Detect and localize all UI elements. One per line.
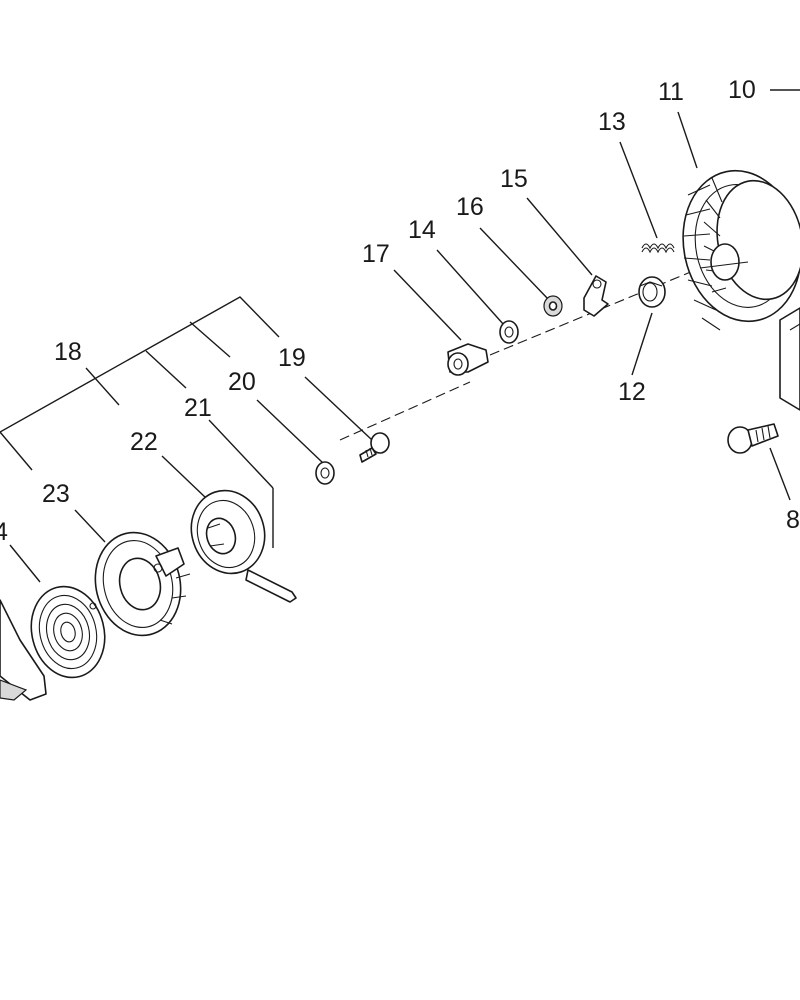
starter-pulley-part [190,489,266,575]
leader-19 [304,376,373,441]
leader-21-top [145,350,187,389]
callout-21: 21 [184,394,212,422]
washer-20-part [315,461,335,485]
leader-14 [436,249,505,326]
leader-22 [161,455,207,499]
flywheel-nut-part [638,276,666,308]
callout-14: 14 [408,216,436,244]
callout-23: 23 [42,480,70,508]
leader-18 [85,367,120,406]
starter-pawl-part [583,275,609,317]
callout-20: 20 [228,368,256,396]
recoil-plate-part [94,531,191,637]
leader-8 [769,447,791,501]
leader-20 [256,399,324,464]
leader-16 [479,227,550,301]
callout-18: 18 [54,338,82,366]
leader-24 [9,544,41,583]
callout-8: 8 [786,506,800,534]
callout-labels: 10 11 13 15 16 14 17 12 8 18 19 20 21 22… [0,76,800,546]
shoulder-bolt-part [447,343,489,376]
washer-16-part [543,295,563,317]
callout-24: 4 [0,518,8,546]
callout-22: 22 [130,428,158,456]
leader-lines [0,89,800,583]
starter-housing-part [0,599,47,701]
axis-line-lower [339,381,471,441]
leader-13 [619,141,658,239]
pawl-spring-part [641,243,675,254]
callout-11: 11 [658,78,684,106]
starter-rope-part [245,569,297,603]
flywheel-part [682,169,800,331]
leader-20-top [189,321,231,358]
callout-15: 15 [500,165,528,193]
flange-bolt-8-part [727,423,779,454]
screw-19-part [359,432,390,463]
callout-17: 17 [362,240,390,268]
callout-19: 19 [278,344,306,372]
leader-12 [631,312,653,376]
callout-10: 10 [728,76,756,104]
recoil-spring-part [30,585,106,679]
leader-23 [74,509,106,543]
leader-assembly-19-bracket [0,296,280,433]
leader-21 [208,419,274,489]
callout-13: 13 [598,108,626,136]
leader-17 [393,269,462,341]
leader-15 [526,197,593,276]
washer-14-part [499,320,519,344]
ignition-coil-part [779,307,800,411]
leader-23-top [0,431,33,471]
leader-11 [677,111,698,169]
callout-12: 12 [618,378,646,406]
callout-16: 16 [456,193,484,221]
